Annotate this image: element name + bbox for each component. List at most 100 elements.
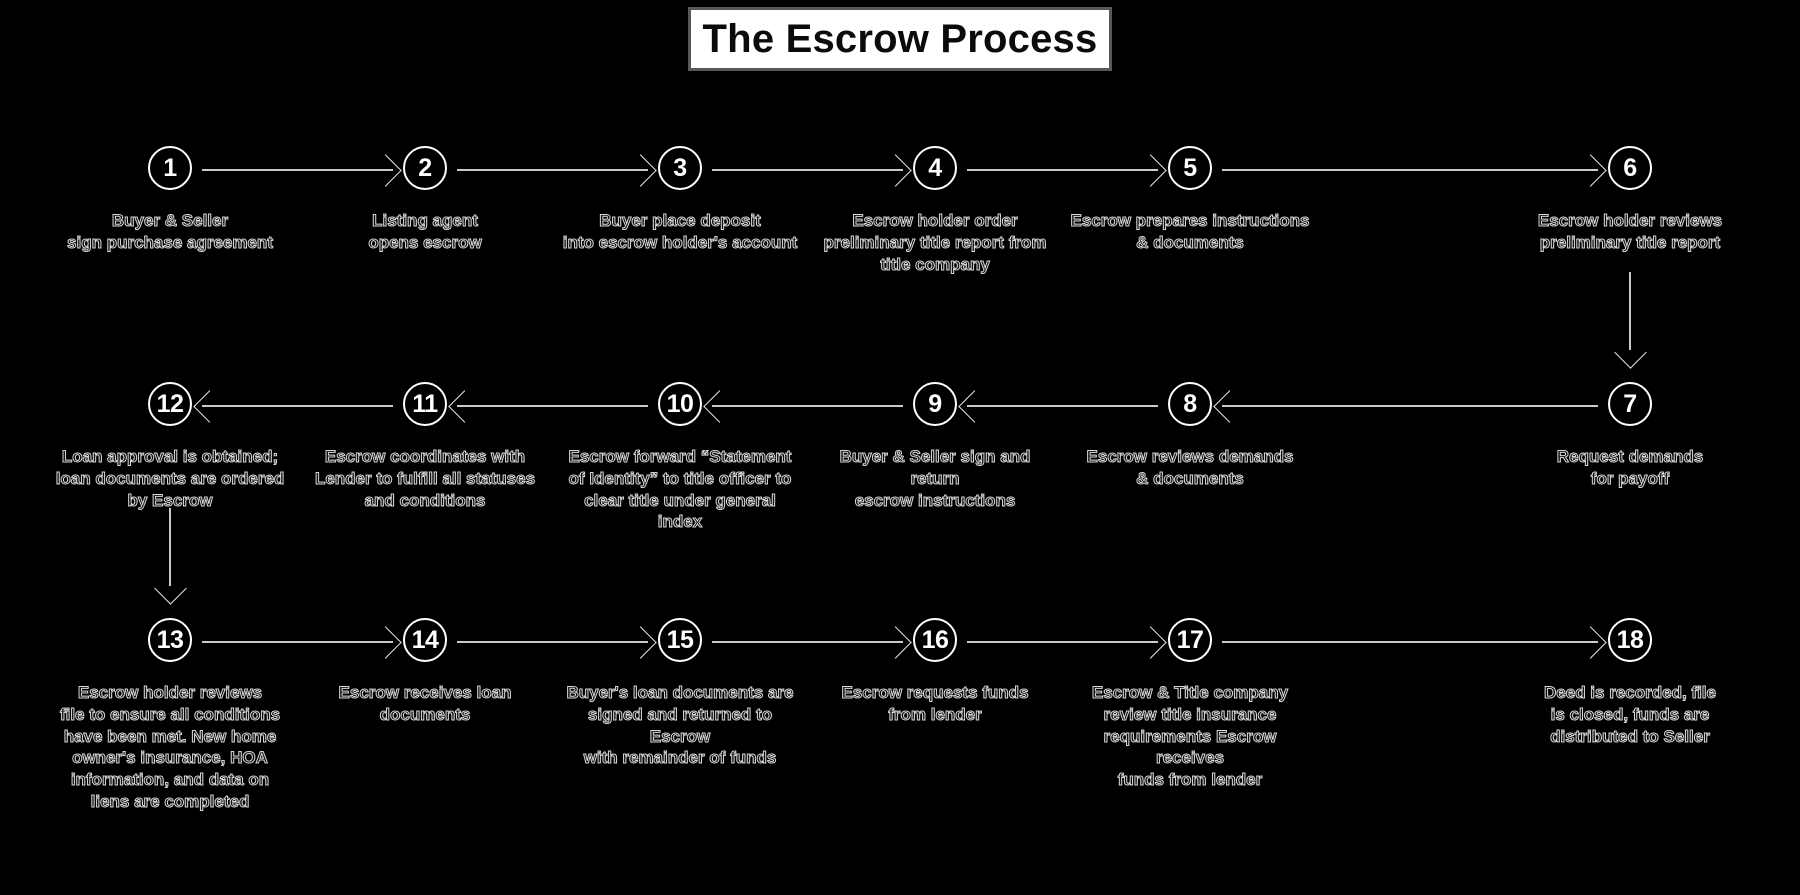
arrow-right-icon [967, 154, 1167, 187]
step-number: 11 [412, 389, 438, 418]
arrow-left-icon [193, 390, 393, 423]
step-label: Escrow holder reviews preliminary title … [1537, 211, 1723, 253]
connector-line [202, 405, 393, 407]
connector-line [202, 169, 393, 171]
step-label: Request demands for payoff [1556, 447, 1704, 489]
step-label: Escrow receives loan documents [338, 683, 512, 725]
arrow-right-icon [202, 154, 402, 187]
arrow-right-icon [712, 626, 912, 659]
connector-line [457, 641, 648, 643]
arrow-right-icon [457, 626, 657, 659]
step-number-circle: 5 [1168, 146, 1212, 190]
arrow-left-icon [703, 390, 903, 423]
step-number-circle: 10 [658, 382, 702, 426]
step-label: Buyer's loan documents are signed and re… [566, 683, 794, 768]
arrow-down-icon-12-to-13 [154, 508, 187, 605]
arrow-right-icon [967, 626, 1167, 659]
step-number-circle: 18 [1608, 618, 1652, 662]
step-label: Escrow prepares instructions & documents [1070, 211, 1310, 253]
connector-line [169, 508, 171, 586]
connector-line [967, 169, 1158, 171]
step-number: 12 [156, 389, 184, 418]
arrow-right-icon [202, 626, 402, 659]
step-number-circle: 4 [913, 146, 957, 190]
connector-line [457, 405, 648, 407]
step-number: 7 [1623, 389, 1637, 418]
arrow-left-icon [448, 390, 648, 423]
arrow-left-icon [958, 390, 1158, 423]
step-number: 10 [666, 389, 694, 418]
step-number-circle: 1 [148, 146, 192, 190]
step-number-circle: 17 [1168, 618, 1212, 662]
step-number: 3 [673, 153, 687, 182]
step-number: 9 [928, 389, 942, 418]
connector-line [1629, 272, 1631, 350]
connector-line [712, 169, 903, 171]
step-number: 18 [1616, 625, 1644, 654]
step-number-circle: 6 [1608, 146, 1652, 190]
diagram-title-box: The Escrow Process [688, 7, 1112, 71]
step-number-circle: 16 [913, 618, 957, 662]
step-number-circle: 11 [403, 382, 447, 426]
step-number: 8 [1183, 389, 1197, 418]
step-number: 15 [666, 625, 694, 654]
step-number: 16 [921, 625, 949, 654]
step-label: Escrow holder reviews file to ensure all… [59, 683, 281, 812]
connector-line [457, 169, 648, 171]
arrow-left-icon [1213, 390, 1598, 423]
step-label: Deed is recorded, file is closed, funds … [1544, 682, 1717, 746]
step-label: Listing agent opens escrow [368, 211, 482, 253]
step-number: 5 [1183, 153, 1197, 182]
arrow-head-icon [1614, 336, 1647, 369]
arrow-down-icon-6-to-7 [1614, 272, 1647, 369]
step-label: Escrow & Title company review title insu… [1091, 683, 1289, 790]
connector-line [1222, 169, 1598, 171]
step-label: Escrow requests funds from lender [841, 683, 1029, 725]
page-title: The Escrow Process [702, 16, 1098, 61]
step-label: Buyer & Seller sign purchase agreement [67, 211, 274, 253]
step-number-circle: 8 [1168, 382, 1212, 426]
step-number-circle: 14 [403, 618, 447, 662]
connector-line [967, 641, 1158, 643]
step-label: Escrow forward “Statement of Identity” t… [568, 447, 792, 532]
step-number: 13 [156, 625, 184, 654]
step-label: Escrow coordinates with Lender to fulfil… [314, 446, 536, 510]
step-label: Loan approval is obtained; loan document… [55, 446, 285, 510]
arrow-right-icon [712, 154, 912, 187]
connector-line [712, 641, 903, 643]
step-number-circle: 12 [148, 382, 192, 426]
connector-line [1222, 641, 1598, 643]
step-number: 1 [163, 153, 177, 182]
step-number-circle: 7 [1608, 382, 1652, 426]
step-number: 2 [418, 153, 432, 182]
arrow-right-icon [457, 154, 657, 187]
arrow-right-icon [1222, 626, 1607, 659]
step-number: 6 [1623, 153, 1637, 182]
step-label: Buyer & Seller sign and return escrow in… [839, 446, 1031, 510]
connector-line [712, 405, 903, 407]
step-label: Buyer place deposit into escrow holder's… [562, 211, 798, 253]
step-number-circle: 13 [148, 618, 192, 662]
step-label: Escrow holder order preliminary title re… [823, 210, 1047, 274]
